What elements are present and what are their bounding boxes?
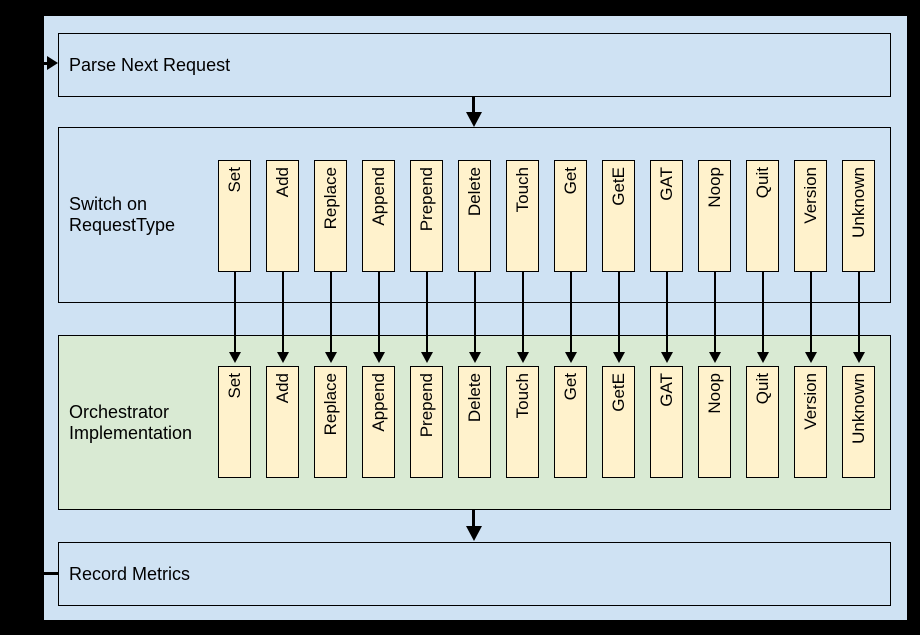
op-connector-arrow-head	[708, 352, 721, 363]
op-connector-arrow-head	[420, 352, 433, 363]
op-connector-line	[329, 271, 332, 353]
switch-op-gat: GAT	[650, 160, 683, 272]
entry-arrow-head	[47, 56, 58, 70]
switch-op-set: Set	[218, 160, 251, 272]
op-connector-line	[761, 271, 764, 353]
op-connector-line	[521, 271, 524, 353]
switch-op-touch: Touch	[506, 160, 539, 272]
operation-label: Get	[561, 167, 580, 195]
switch-on-requesttype-label: Switch on RequestType	[69, 194, 176, 235]
orchestrator-op-add: Add	[266, 366, 299, 478]
op-connector-line	[713, 271, 716, 353]
orchestrator-op-append: Append	[362, 366, 395, 478]
record-metrics-label: Record Metrics	[69, 563, 191, 584]
orchestrator-op-touch: Touch	[506, 366, 539, 478]
operation-label: Append	[369, 167, 388, 226]
switch-op-noop: Noop	[698, 160, 731, 272]
orchestrator-op-unknown: Unknown	[842, 366, 875, 478]
op-connector-line	[377, 271, 380, 353]
orchestrator-op-noop: Noop	[698, 366, 731, 478]
operation-label: Delete	[465, 373, 484, 423]
operation-label: GetE	[609, 167, 628, 206]
switch-op-unknown: Unknown	[842, 160, 875, 272]
operation-label: Noop	[705, 167, 724, 208]
operation-label: GAT	[657, 373, 676, 407]
operation-label: Add	[273, 373, 292, 404]
op-connector-arrow-head	[756, 352, 769, 363]
op-connector-line	[665, 271, 668, 353]
op-connector-line	[425, 271, 428, 353]
op-connector-line	[281, 271, 284, 353]
op-connector-arrow-head	[612, 352, 625, 363]
parse-to-switch-arrow-line	[472, 96, 475, 114]
operation-label: Get	[561, 373, 580, 401]
operation-label: Unknown	[849, 373, 868, 444]
switch-op-quit: Quit	[746, 160, 779, 272]
op-connector-line	[857, 271, 860, 353]
operation-label: Version	[801, 167, 820, 224]
record-metrics-connector-line	[28, 572, 58, 575]
operation-label: Version	[801, 373, 820, 430]
operation-label: Noop	[705, 373, 724, 414]
op-connector-arrow-head	[516, 352, 529, 363]
orchestrator-to-record-arrow-head	[466, 526, 482, 541]
switch-op-delete: Delete	[458, 160, 491, 272]
record-metrics-box: Record Metrics	[58, 542, 891, 606]
orchestrator-implementation-label: Orchestrator Implementation	[69, 401, 193, 443]
orchestrator-op-prepend: Prepend	[410, 366, 443, 478]
operation-label: Delete	[465, 167, 484, 217]
op-connector-arrow-head	[324, 352, 337, 363]
orchestrator-to-record-arrow-line	[472, 510, 475, 528]
operation-label: Quit	[753, 373, 772, 405]
switch-op-gete: GetE	[602, 160, 635, 272]
orchestrator-op-quit: Quit	[746, 366, 779, 478]
op-connector-line	[809, 271, 812, 353]
op-connector-arrow-head	[852, 352, 865, 363]
orchestrator-op-get: Get	[554, 366, 587, 478]
operation-label: Set	[225, 373, 244, 399]
operation-label: Prepend	[417, 373, 436, 438]
operation-label: Replace	[321, 373, 340, 436]
op-connector-line	[569, 271, 572, 353]
operation-label: Add	[273, 167, 292, 198]
operation-label: Append	[369, 373, 388, 432]
orchestrator-op-version: Version	[794, 366, 827, 478]
operation-label: Touch	[513, 373, 532, 419]
orchestrator-op-replace: Replace	[314, 366, 347, 478]
op-connector-line	[617, 271, 620, 353]
orchestrator-op-set: Set	[218, 366, 251, 478]
switch-op-version: Version	[794, 160, 827, 272]
operation-label: Prepend	[417, 167, 436, 232]
orchestrator-op-delete: Delete	[458, 366, 491, 478]
parse-next-request-label: Parse Next Request	[69, 54, 231, 75]
switch-op-replace: Replace	[314, 160, 347, 272]
operation-label: Set	[225, 167, 244, 193]
op-connector-arrow-head	[468, 352, 481, 363]
parse-to-switch-arrow-head	[466, 112, 482, 127]
orchestrator-op-gete: GetE	[602, 366, 635, 478]
op-connector-arrow-head	[276, 352, 289, 363]
op-connector-arrow-head	[660, 352, 673, 363]
operation-label: Unknown	[849, 167, 868, 238]
operation-label: Replace	[321, 167, 340, 230]
switch-op-append: Append	[362, 160, 395, 272]
switch-op-prepend: Prepend	[410, 160, 443, 272]
op-connector-arrow-head	[804, 352, 817, 363]
operation-label: GetE	[609, 373, 628, 412]
op-connector-line	[473, 271, 476, 353]
switch-op-add: Add	[266, 160, 299, 272]
parse-next-request-box: Parse Next Request	[58, 33, 891, 97]
switch-op-get: Get	[554, 160, 587, 272]
operation-label: GAT	[657, 167, 676, 201]
orchestrator-op-gat: GAT	[650, 366, 683, 478]
op-connector-line	[233, 271, 236, 353]
op-connector-arrow-head	[372, 352, 385, 363]
operation-label: Quit	[753, 167, 772, 199]
op-connector-arrow-head	[564, 352, 577, 363]
entry-arrow-line	[28, 62, 48, 65]
op-connector-arrow-head	[228, 352, 241, 363]
operation-label: Touch	[513, 167, 532, 213]
